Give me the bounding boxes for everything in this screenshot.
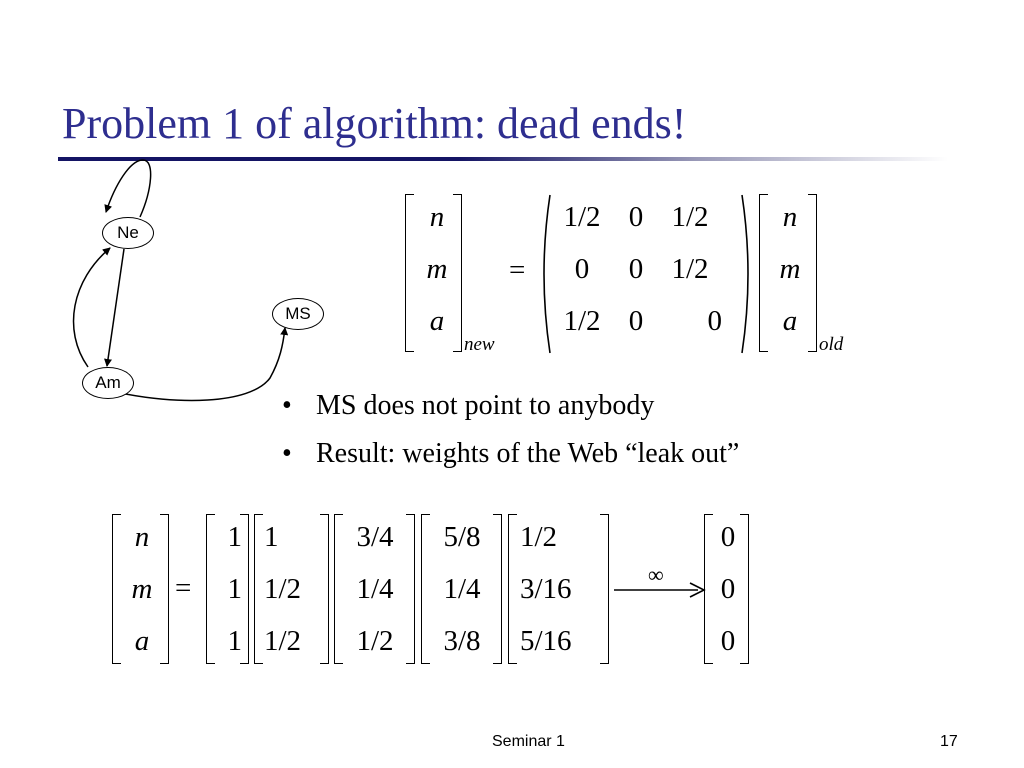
- iterate-vector: 1 1 1: [214, 511, 243, 667]
- node-ne: Ne: [102, 217, 154, 249]
- bullet-text: Result: weights of the Web “leak out”: [316, 438, 740, 469]
- vector-entry: a: [134, 625, 150, 657]
- bracket-right: [406, 514, 415, 664]
- matrix-cell: 0: [628, 253, 644, 285]
- iterate-vector: 1/2 3/16 5/16: [520, 511, 600, 667]
- node-ms: MS: [272, 298, 324, 330]
- vector-entry: 0: [720, 521, 736, 553]
- vector-entry: 1: [264, 521, 279, 553]
- vector-entry: 5/8: [443, 521, 481, 553]
- vector-entry: 1/2: [264, 625, 302, 657]
- vector-entry: 1: [227, 521, 243, 553]
- bracket-right: [808, 194, 817, 352]
- bullet-marker: •: [282, 438, 292, 469]
- vector-entry: a: [782, 305, 798, 337]
- infinity-label: ∞: [648, 562, 664, 587]
- transition-matrix: 1/2 0 1/2 0 0 1/2 1/2 0 0: [550, 191, 722, 347]
- matrix-cell: 1/2: [563, 305, 601, 337]
- vector-entry: 0: [720, 573, 736, 605]
- vector-entry: 5/16: [520, 625, 572, 657]
- edge-ne-self-loop: [104, 159, 152, 218]
- bracket-right: [453, 194, 462, 352]
- matrix-cell: 1/2: [671, 201, 709, 233]
- bracket-left: [254, 514, 263, 664]
- vector-entry: n: [429, 201, 445, 233]
- bracket-left: [405, 194, 414, 352]
- bracket-right: [493, 514, 502, 664]
- equals-sign: =: [509, 254, 526, 286]
- vector-entry: 1: [227, 573, 243, 605]
- edge-am-to-ne: [72, 247, 111, 368]
- vector-entry: 1/2: [264, 573, 302, 605]
- paren-right: [741, 194, 749, 354]
- bracket-left: [508, 514, 517, 664]
- bracket-left: [421, 514, 430, 664]
- bracket-left: [112, 514, 121, 664]
- vector-entry: m: [131, 573, 153, 605]
- limit-vector: 0 0 0: [714, 511, 742, 667]
- bracket-left: [206, 514, 215, 664]
- bracket-right: [240, 514, 249, 664]
- bracket-right: [740, 514, 749, 664]
- vector-entry: m: [779, 253, 801, 285]
- vector-entry: 1: [227, 625, 243, 657]
- bracket-left: [759, 194, 768, 352]
- rhs-vector: n m a: [770, 191, 810, 347]
- bullet-item: • Result: weights of the Web “leak out”: [282, 430, 739, 478]
- bracket-right: [600, 514, 609, 664]
- edge-am-to-ms: [115, 327, 289, 402]
- vector-entry: n: [134, 521, 150, 553]
- node-am: Am: [82, 367, 134, 399]
- subscript-old: old: [819, 334, 844, 355]
- vector-entry: 1/2: [356, 625, 394, 657]
- vector-entry: 3/16: [520, 573, 572, 605]
- slide-title: Problem 1 of algorithm: dead ends!: [62, 99, 687, 148]
- vector-entry: 3/4: [356, 521, 394, 553]
- vector-entry: 1/2: [520, 521, 558, 553]
- footer-label: Seminar 1: [492, 733, 565, 750]
- bracket-right: [160, 514, 169, 664]
- iterate-vector: 3/4 1/4 1/2: [342, 511, 408, 667]
- matrix-cell: 1/2: [671, 253, 709, 285]
- matrix-cell: 0: [628, 305, 644, 337]
- vector-entry: n: [782, 201, 798, 233]
- page-number: 17: [940, 733, 958, 750]
- matrix-cell: 0: [707, 305, 723, 337]
- iterate-vector: 5/8 1/4 3/8: [429, 511, 495, 667]
- vector-entry: 3/8: [443, 625, 481, 657]
- iterate-vector: 1 1/2 1/2: [264, 511, 322, 667]
- bullet-item: • MS does not point to anybody: [282, 382, 739, 430]
- bracket-right: [320, 514, 329, 664]
- vector-entry: 0: [720, 625, 736, 657]
- vector-entry: a: [429, 305, 445, 337]
- vector-entry: 1/4: [443, 573, 481, 605]
- bracket-left: [334, 514, 343, 664]
- bullet-text: MS does not point to anybody: [316, 390, 655, 421]
- bracket-left: [704, 514, 713, 664]
- bullet-list: • MS does not point to anybody • Result:…: [282, 382, 739, 478]
- subscript-new: new: [464, 334, 495, 355]
- matrix-cell: 0: [628, 201, 644, 233]
- paren-left: [543, 194, 551, 354]
- vector-entry: m: [426, 253, 448, 285]
- lhs-vector: n m a: [417, 191, 457, 347]
- equals-sign: =: [175, 572, 192, 604]
- matrix-cell: 1/2: [563, 201, 601, 233]
- matrix-cell: 0: [574, 253, 590, 285]
- edge-ne-to-am: [104, 248, 125, 367]
- lhs-vector: n m a: [122, 511, 162, 667]
- title-divider: [58, 157, 948, 161]
- bullet-marker: •: [282, 390, 292, 421]
- vector-entry: 1/4: [356, 573, 394, 605]
